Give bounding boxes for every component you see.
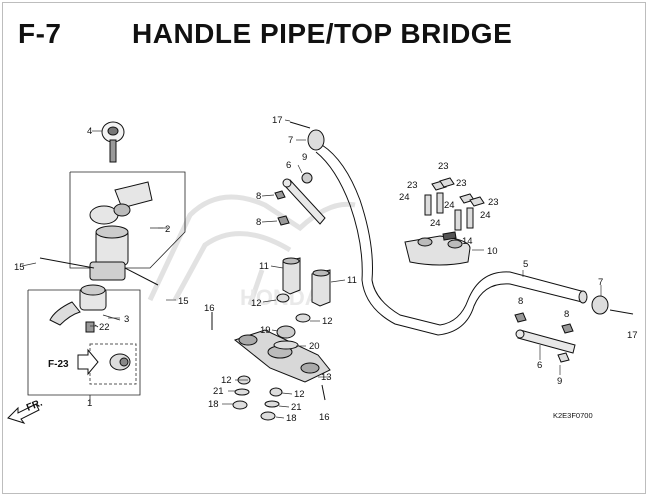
callout-17: 17 — [272, 115, 283, 126]
callout-24: 24 — [444, 200, 455, 211]
callout-19: 19 — [260, 325, 271, 336]
callout-21: 21 — [291, 402, 302, 413]
callout-6: 6 — [286, 160, 291, 171]
callout-6: 6 — [537, 360, 542, 371]
callout-8: 8 — [564, 309, 569, 320]
callout-8: 8 — [256, 191, 261, 202]
inner-rod-left-icon — [274, 172, 326, 226]
front-direction-label: FR. — [25, 397, 44, 413]
lock-cylinder-icon — [49, 284, 107, 333]
handle-pipe-icon — [315, 144, 588, 336]
callout-7: 7 — [288, 135, 293, 146]
callout-3: 3 — [124, 314, 129, 325]
callout-numbers: 4 2 15 3 22 15 1 17 7 6 9 8 8 11 11 12 1… — [14, 115, 638, 424]
callout-18: 18 — [208, 399, 219, 410]
upper-holder-icon — [404, 235, 471, 266]
mount-rubbers-icon — [232, 293, 311, 421]
callout-7: 7 — [598, 277, 603, 288]
ignition-switch-icon — [39, 181, 159, 286]
callout-17: 17 — [627, 330, 638, 341]
callout-23: 23 — [407, 180, 418, 191]
callout-15: 15 — [178, 296, 189, 307]
callout-9: 9 — [557, 376, 562, 387]
diagram-code: K2E3F0700 — [553, 411, 593, 420]
callout-18: 18 — [286, 413, 297, 424]
figure-title: HANDLE PIPE/TOP BRIDGE — [132, 18, 513, 49]
callout-16: 16 — [204, 303, 215, 314]
handle-weight-icon — [289, 121, 634, 315]
callout-11: 11 — [259, 261, 269, 272]
figure-code: F-7 — [18, 18, 62, 49]
callout-9: 9 — [302, 152, 307, 163]
callout-8: 8 — [256, 217, 261, 228]
callout-11: 11 — [347, 275, 357, 286]
key-icon — [101, 121, 125, 163]
callout-8: 8 — [518, 296, 523, 307]
inner-rod-right-icon — [514, 312, 576, 363]
callout-2: 2 — [165, 224, 170, 235]
callout-1: 1 — [87, 398, 92, 409]
callout-23: 23 — [456, 178, 467, 189]
callout-4: 4 — [87, 126, 92, 137]
callout-23: 23 — [488, 197, 499, 208]
callout-12: 12 — [221, 375, 232, 386]
lower-holder-icon — [282, 257, 331, 307]
callout-14: 14 — [462, 236, 473, 247]
callout-24: 24 — [430, 218, 441, 229]
callout-16: 16 — [319, 412, 330, 423]
leader-lines — [21, 119, 602, 419]
callout-23: 23 — [438, 161, 449, 172]
holder-bolts-icon — [424, 177, 485, 241]
callout-10: 10 — [487, 246, 498, 257]
reference-box-label: F-23 — [48, 359, 69, 370]
callout-15: 15 — [14, 262, 25, 273]
callout-13: 13 — [321, 372, 332, 383]
callout-12: 12 — [294, 389, 305, 400]
callout-24: 24 — [480, 210, 491, 221]
top-bridge-icon — [211, 312, 331, 401]
callout-24: 24 — [399, 192, 410, 203]
callout-5: 5 — [523, 259, 528, 270]
callout-22: 22 — [99, 322, 110, 333]
front-direction-arrow: FR. — [7, 397, 44, 424]
reference-box: F-23 — [48, 343, 137, 385]
callout-12: 12 — [251, 298, 262, 309]
callout-20: 20 — [309, 341, 320, 352]
callout-21: 21 — [213, 386, 224, 397]
callout-12: 12 — [322, 316, 333, 327]
